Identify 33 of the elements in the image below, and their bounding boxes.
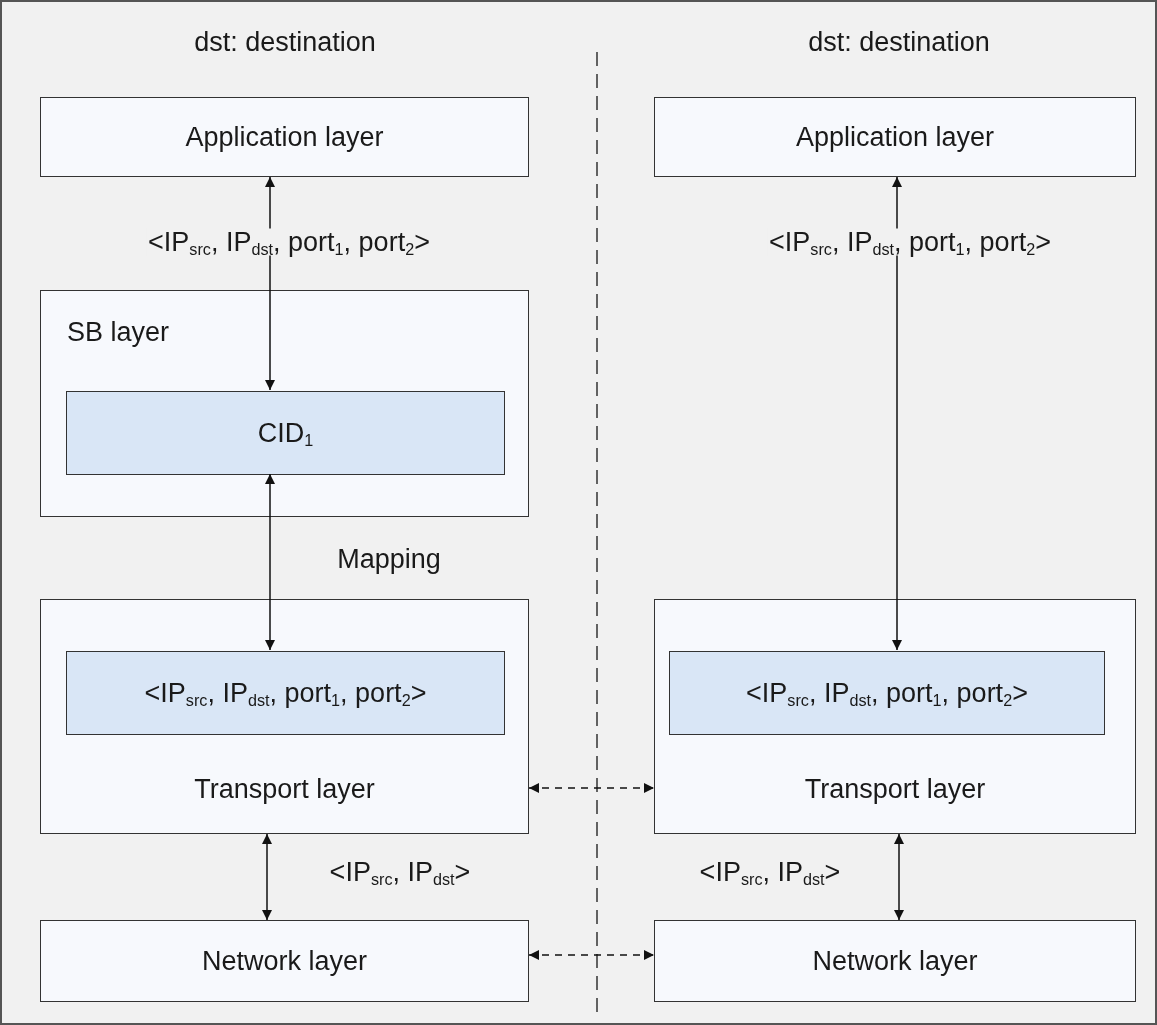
layer-box	[40, 97, 529, 177]
layer-box	[40, 290, 529, 517]
arrow	[528, 950, 655, 960]
edge-label: <IP$_{src}$, IP$_{dst}$, port$_{1}$, port$_{2}$>	[767, 228, 1053, 256]
edge-label: <IP$_{src}$, IP$_{dst}$, port$_{1}$, port$_{2}$>	[146, 228, 432, 256]
layer-label: SB layer	[67, 319, 170, 346]
edge-label: <IP$_{src}$, IP$_{dst}$>	[698, 858, 842, 886]
layer-box	[654, 599, 1136, 834]
arrow	[265, 473, 275, 651]
layer-box	[40, 920, 529, 1002]
layer-box	[654, 97, 1136, 177]
layer-box	[654, 920, 1136, 1002]
column-heading: dst: destination	[194, 28, 376, 56]
layer-label: Network layer	[812, 947, 978, 975]
edge-label: Mapping	[336, 545, 442, 573]
arrow	[892, 176, 902, 651]
arrow	[528, 783, 655, 793]
inner-box	[66, 391, 505, 475]
layer-label: Transport layer	[193, 776, 376, 803]
column-heading: dst: destination	[808, 28, 990, 56]
layer-label: Network layer	[201, 947, 367, 975]
inner-box	[669, 651, 1105, 735]
edge-label: <IP$_{src}$, IP$_{dst}$>	[328, 858, 472, 886]
layer-label: <IP$_{src}$, IP$_{dst}$, port$_{1}$, port$_{2}$>	[746, 679, 1028, 707]
layer-box	[40, 599, 529, 834]
arrow	[262, 833, 272, 921]
layer-label: Transport layer	[803, 776, 987, 803]
layer-label: <IP$_{src}$, IP$_{dst}$, port$_{1}$, port$_{2}$>	[144, 679, 427, 707]
arrow	[894, 833, 904, 921]
layer-label: Application layer	[795, 123, 995, 151]
inner-box	[66, 651, 505, 735]
layer-label: CID$_{1}$	[257, 419, 314, 447]
layer-label: Application layer	[185, 123, 384, 151]
